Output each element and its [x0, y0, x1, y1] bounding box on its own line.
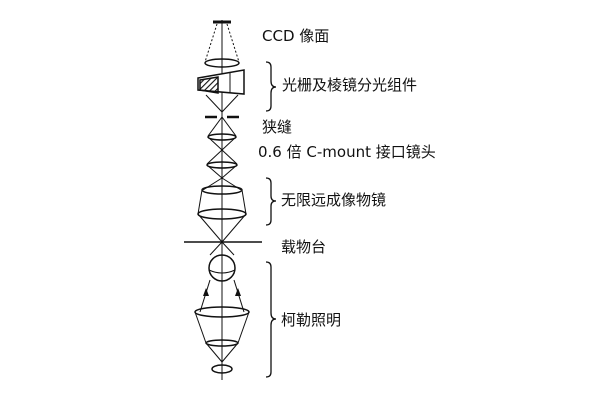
ccd-image-plane: [204, 20, 240, 68]
grating-group-brace: [265, 61, 277, 112]
objective-group-brace: [265, 177, 277, 226]
ccd-plane-label: CCD 像面: [262, 27, 330, 45]
kohler-label: 柯勒照明: [281, 311, 342, 329]
illumination-group-brace: [265, 261, 277, 378]
slit-label: 狭缝: [262, 118, 293, 136]
stage-label: 载物台: [281, 238, 327, 256]
slit-element: [205, 115, 239, 137]
c-mount-lens-label: 0.6 倍 C-mount 接口镜头: [258, 143, 436, 161]
objective-label: 无限远成像物镜: [281, 191, 387, 209]
infinity-objective: [197, 177, 247, 243]
kohler-illumination: [194, 241, 250, 374]
c-mount-relay-lens: [206, 133, 238, 179]
grating-prism-assembly: [197, 69, 245, 113]
grating-prism-label: 光栅及棱镜分光组件: [282, 76, 418, 94]
